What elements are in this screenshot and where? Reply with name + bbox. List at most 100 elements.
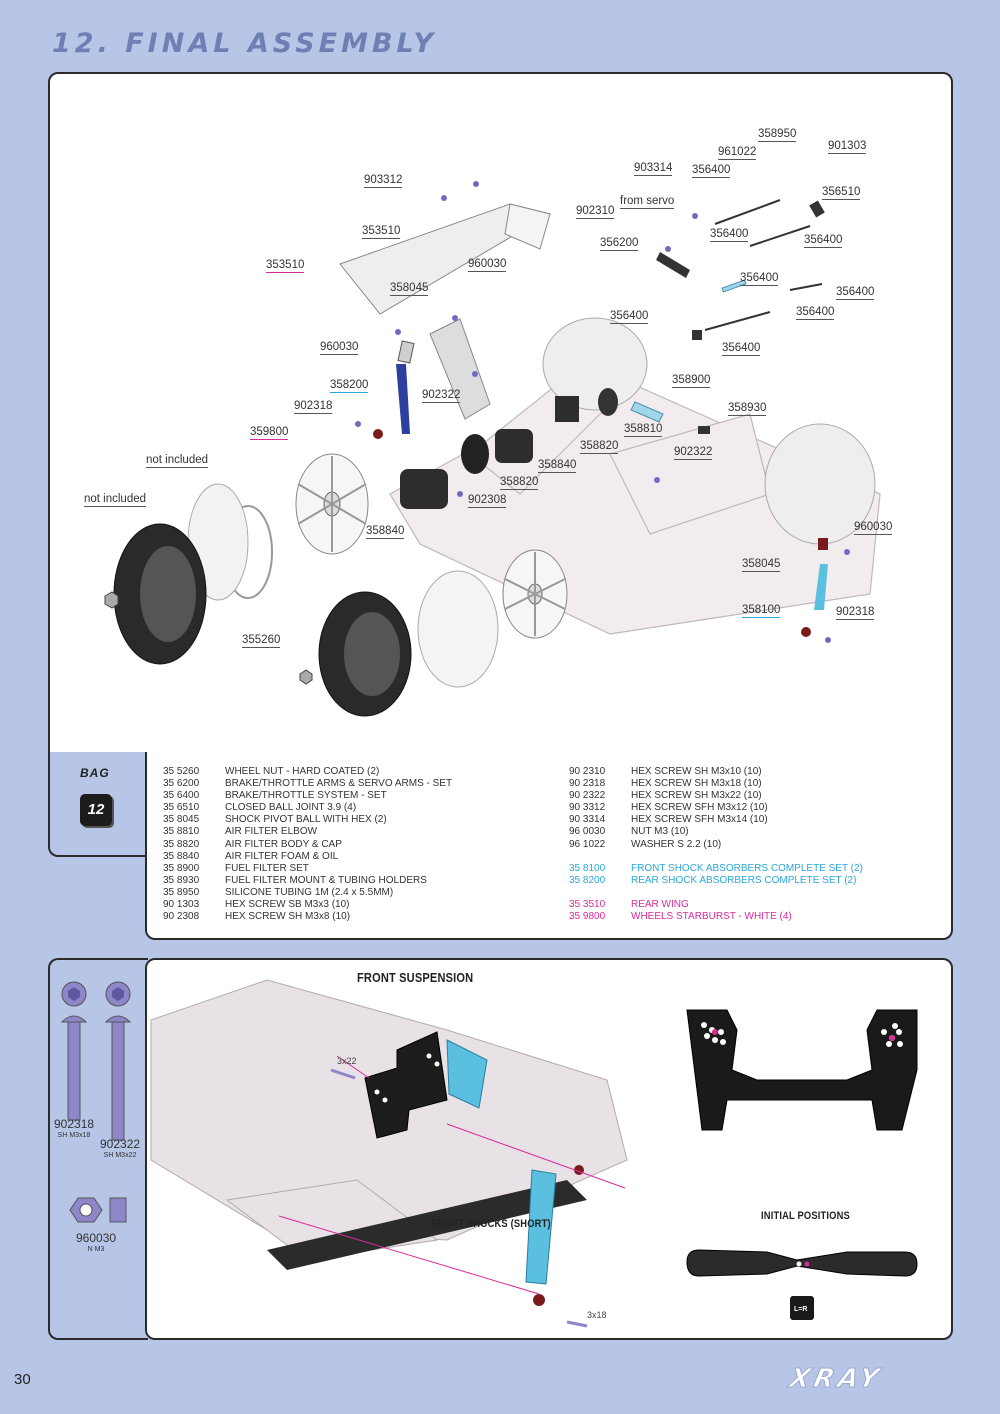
callout-from-servo: from servo xyxy=(620,195,675,209)
callout-356400: 356400 xyxy=(836,286,875,300)
callout-not-included: not included xyxy=(84,493,147,507)
bag-number-icon: 12 xyxy=(80,794,112,826)
page-number: 30 xyxy=(14,1371,31,1388)
callout-358820: 358820 xyxy=(500,476,539,490)
brand-logo: XRAY xyxy=(786,1364,886,1395)
callout-358045: 358045 xyxy=(742,558,781,572)
callout-902318: 902318 xyxy=(836,606,875,620)
callout-358900: 358900 xyxy=(672,374,711,388)
callout-358950: 358950 xyxy=(758,128,797,142)
callout-358100-front-shocks: 358100 xyxy=(742,604,781,618)
callout-356400: 356400 xyxy=(610,310,649,324)
spacer xyxy=(569,851,863,863)
spacer xyxy=(569,887,863,899)
callout-960030: 960030 xyxy=(320,341,359,355)
callout-356400: 356400 xyxy=(796,306,835,320)
exploded-view-panel: 358950 961022 901303 903314 356400 35651… xyxy=(48,72,953,754)
front-suspension-panel: FRONT SUSPENSION 3x22 FRONT SHOCKS (SHOR… xyxy=(145,958,953,1340)
callout-353510: 353510 xyxy=(362,225,401,239)
callout-902308: 902308 xyxy=(468,494,507,508)
callout-356400: 356400 xyxy=(692,164,731,178)
screw-902322-label: 902322 SH M3x22 xyxy=(100,1137,141,1159)
rear-shock-icon xyxy=(373,340,415,439)
callout-960030: 960030 xyxy=(468,258,507,272)
callout-903314: 903314 xyxy=(634,162,673,176)
callout-356400: 356400 xyxy=(710,228,749,242)
front-shock-icon xyxy=(801,538,828,637)
callout-358045: 358045 xyxy=(390,282,429,296)
callout-358930: 358930 xyxy=(728,402,767,416)
screw-902318-label: 902318 SH M3x18 xyxy=(54,1117,95,1139)
callout-not-included: not included xyxy=(146,454,209,468)
callout-358810: 358810 xyxy=(624,423,663,437)
callout-901303: 901303 xyxy=(828,140,867,154)
exploded-view-drawing xyxy=(104,181,881,717)
callout-358840: 358840 xyxy=(366,525,405,539)
front-suspension-drawing xyxy=(150,979,918,1328)
callout-902318: 902318 xyxy=(294,400,333,414)
screw-902322-icon xyxy=(104,981,132,1141)
callout-358200-rear-shocks: 358200 xyxy=(330,379,369,393)
nut-960030-icon xyxy=(69,1197,127,1223)
initial-positions-label: INITIAL POSITIONS xyxy=(761,1210,850,1222)
front-suspension-title: FRONT SUSPENSION xyxy=(357,970,474,985)
page-title: 12. FINAL ASSEMBLY xyxy=(52,28,438,59)
left-equals-right-text: L=R xyxy=(794,1306,808,1313)
callout-356510: 356510 xyxy=(822,186,861,200)
callout-356400: 356400 xyxy=(804,234,843,248)
callout-355260: 355260 xyxy=(242,634,281,648)
callout-356400: 356400 xyxy=(740,272,779,286)
callout-356200: 356200 xyxy=(600,237,639,251)
hardware-sidebar: 902318 SH M3x18 902322 SH M3x22 960030 N… xyxy=(48,958,148,1340)
callout-356400: 356400 xyxy=(722,342,761,356)
hardware-drawing xyxy=(60,981,132,1223)
screw-label-3x18: 3x18 xyxy=(587,1310,607,1320)
callout-902322: 902322 xyxy=(422,389,461,403)
callout-358820: 358820 xyxy=(580,440,619,454)
callout-961022: 961022 xyxy=(718,146,757,160)
link-icon xyxy=(686,1249,918,1277)
screw-label-3x22: 3x22 xyxy=(337,1056,357,1066)
nut-960030-label: 960030 N M3 xyxy=(76,1231,117,1253)
callout-960030: 960030 xyxy=(854,521,893,535)
callout-353510-wing: 353510 xyxy=(266,259,305,273)
callout-358840: 358840 xyxy=(538,459,577,473)
left-equals-right-icon xyxy=(790,1296,814,1320)
callout-902310: 902310 xyxy=(576,205,615,219)
callout-359800-wheels: 359800 xyxy=(250,426,289,440)
bag-label: BAG xyxy=(80,766,110,780)
callout-902322: 902322 xyxy=(674,446,713,460)
bag-box: BAG 12 xyxy=(48,752,148,857)
callout-903312: 903312 xyxy=(364,174,403,188)
front-shocks-label: FRONT SHOCKS (SHORT) xyxy=(431,1218,551,1230)
screw-902318-icon xyxy=(60,981,88,1121)
shock-tower-icon xyxy=(686,1009,918,1131)
